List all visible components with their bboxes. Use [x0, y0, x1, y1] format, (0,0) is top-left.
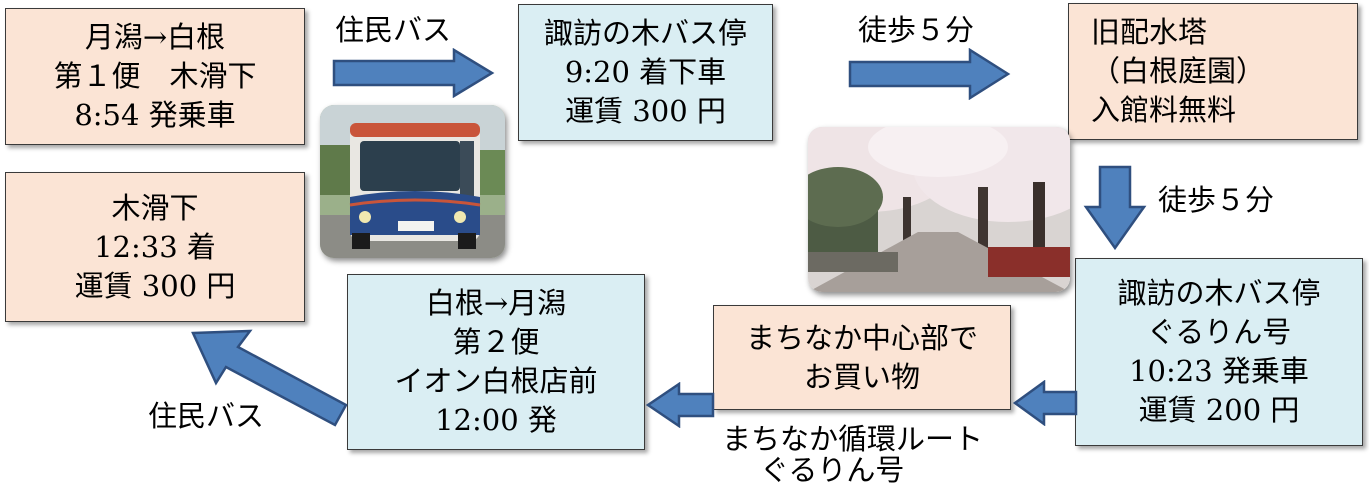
step-water-tower-box: 旧配水塔 （白根庭園） 入館料無料 [1068, 3, 1358, 140]
label-loop-route: まちなか循環ルート [722, 422, 984, 456]
step-line: 白根→月潟 [425, 286, 567, 320]
step-line: 12:00 発 [435, 403, 557, 437]
step-line: 第２便 [452, 325, 540, 359]
step-line: 入館料無料 [1091, 93, 1237, 127]
step-line: まちなか中心部で [745, 320, 978, 355]
arrow-up-left-icon [191, 329, 348, 427]
arrow-right-icon [848, 48, 1011, 100]
step-line: 運賃 300 円 [74, 268, 236, 303]
step-line: 第１便 木滑下 [53, 59, 257, 93]
step-line: 木滑下 [111, 190, 199, 225]
arrow-right-icon [332, 48, 495, 98]
step-depart-box: 月潟→白根 第１便 木滑下 8:54 発乗車 [5, 8, 305, 145]
step-line: 諏訪の木バス停 [1117, 276, 1321, 310]
label-bus-return: 住民バス [148, 399, 265, 433]
step-line: 諏訪の木バス停 [543, 16, 747, 50]
step-shopping-box: まちなか中心部で お買い物 [713, 305, 1011, 410]
bus-photo [320, 105, 505, 258]
step-line: 8:54 発乗車 [74, 98, 236, 132]
step-line: 12:33 着 [94, 229, 216, 264]
step-line: 10:23 発乗車 [1129, 354, 1309, 388]
step-line: 旧配水塔 [1091, 15, 1208, 49]
label-walk-2: 徒歩５分 [1158, 183, 1275, 217]
step-line: 月潟→白根 [84, 20, 226, 54]
label-bus-out: 住民バス [335, 13, 452, 47]
step-line: 運賃 200 円 [1138, 393, 1300, 427]
label-walk-1: 徒歩５分 [858, 13, 975, 47]
step-line: ぐるりん号 [1146, 315, 1292, 349]
step-line: お買い物 [803, 359, 920, 394]
cherry-blossom-photo [808, 127, 1070, 292]
step-return-bus-box: 白根→月潟 第２便 イオン白根店前 12:00 発 [347, 274, 645, 450]
step-line: 9:20 着下車 [564, 55, 727, 89]
arrow-left-icon [1012, 380, 1078, 426]
step-arrive-kinameshita-box: 木滑下 12:33 着 運賃 300 円 [5, 172, 305, 322]
step-line: （白根庭園） [1091, 54, 1266, 88]
arrow-left-icon [645, 382, 715, 428]
step-guruin-depart-box: 諏訪の木バス停 ぐるりん号 10:23 発乗車 運賃 200 円 [1075, 258, 1363, 446]
arrow-down-icon [1083, 165, 1147, 251]
step-line: イオン白根店前 [394, 364, 598, 398]
step-arrive-suwa-box: 諏訪の木バス停 9:20 着下車 運賃 300 円 [518, 4, 773, 141]
step-line: 運賃 300 円 [565, 94, 726, 128]
label-loop-route-name: ぐるりん号 [760, 453, 905, 487]
